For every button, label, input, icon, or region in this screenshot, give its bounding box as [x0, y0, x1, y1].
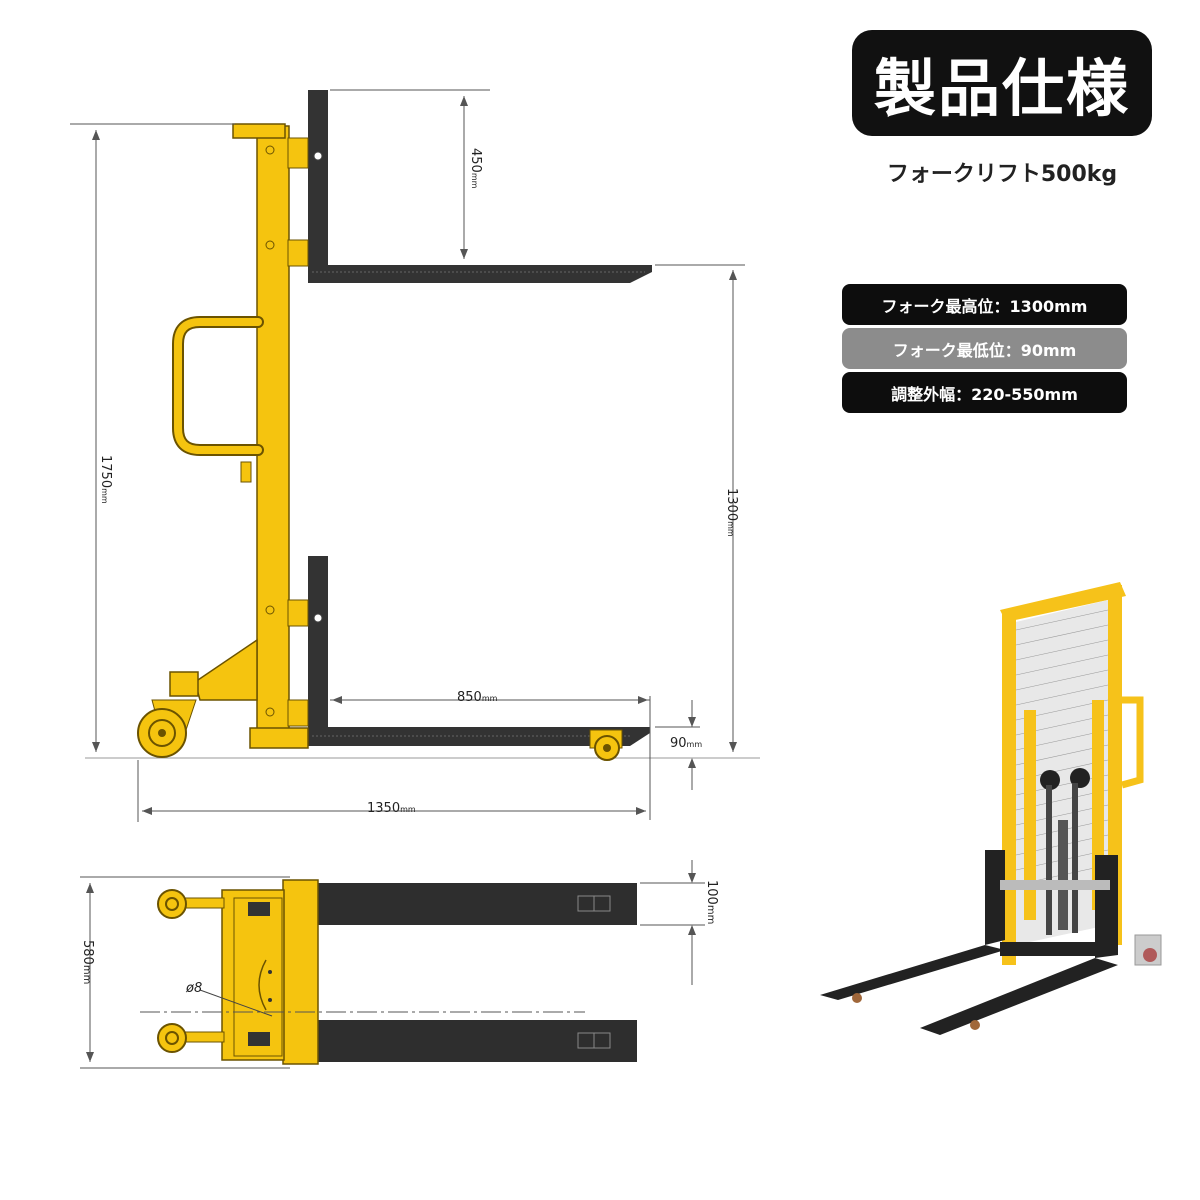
lower-fork-vertical: [308, 556, 328, 746]
photo-fork-right: [920, 958, 1118, 1035]
top-fork-lower: [300, 1020, 637, 1062]
photo-carriage-left: [985, 850, 1005, 945]
base-plate: [249, 727, 309, 749]
dim-fork-width: 100mm: [704, 880, 719, 924]
dim-hole: ø8: [185, 981, 202, 996]
page-title: 製品仕様: [852, 30, 1152, 136]
dim-overall-width: 580mm: [80, 940, 95, 984]
dim-overall-height: 1750mm: [98, 455, 113, 504]
product-subtitle: フォークリフト500kg: [886, 162, 1118, 187]
spec-adjustable-width: 調整外幅：220-550mm: [842, 372, 1127, 413]
dim-fork-length: 850mm: [457, 690, 498, 705]
upper-fork-blade: [308, 265, 652, 283]
mast-top-cap: [232, 123, 286, 139]
spec-min-height: フォーク最低位：90mm: [842, 328, 1127, 369]
dim-total-length: 1350mm: [367, 801, 416, 816]
top-caster-upper: [157, 889, 187, 919]
top-caster-lower: [157, 1023, 187, 1053]
lower-fork-blade: [308, 727, 650, 746]
caster-brace: [194, 638, 258, 701]
mast: [256, 125, 290, 731]
top-fork-upper: [300, 883, 637, 925]
dim-max-lift: 1300mm: [724, 488, 739, 537]
dim-min-height: 90mm: [670, 736, 702, 751]
spec-max-height: フォーク最高位：1300mm: [842, 284, 1127, 325]
photo-mast-top: [1000, 582, 1126, 622]
side-view: 1750mm 450mm 1300mm 850mm 90mm 1350mm: [70, 89, 760, 822]
base-frame: [221, 889, 285, 1061]
dim-fork-top: 450mm: [468, 148, 483, 189]
photo-mast-left: [1002, 610, 1016, 965]
product-photo: [820, 582, 1162, 1035]
photo-fork-left: [820, 945, 1005, 1000]
top-view: ø8 580mm 100mm: [80, 860, 719, 1069]
push-handle: [174, 318, 262, 454]
upper-fork-vertical: [308, 90, 328, 278]
carriage-plate: [282, 879, 319, 1065]
photo-handle: [1121, 696, 1144, 789]
